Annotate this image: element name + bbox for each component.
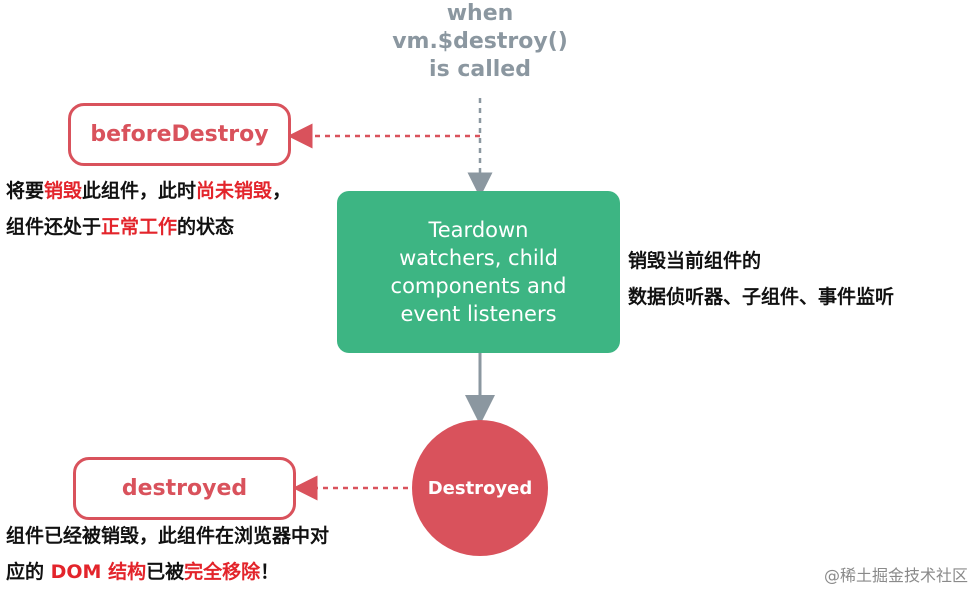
before-destroy-note-line-2: 组件还处于正常工作的状态	[6, 216, 235, 238]
trigger-label: when vm.$destroy() is called	[380, 0, 580, 84]
process-line-4: event listeners	[400, 302, 557, 326]
destroyed-note-line-1: 组件已经被销毁，此组件在浏览器中对	[6, 525, 330, 547]
process-line-1: Teardown	[428, 218, 529, 242]
process-line-2: watchers, child	[399, 246, 558, 270]
process-line-3: components and	[390, 274, 567, 298]
process-note: 销毁当前组件的 数据侦听器、子组件、事件监听	[628, 243, 894, 315]
before-destroy-note-line-1: 将要销毁此组件，此时尚未销毁，	[6, 180, 292, 202]
before-destroy-note: 将要销毁此组件，此时尚未销毁， 组件还处于正常工作的状态	[6, 173, 291, 245]
destroyed-state-circle: Destroyed	[412, 420, 548, 556]
process-note-line-2: 数据侦听器、子组件、事件监听	[628, 286, 895, 308]
watermark: @稀土掘金技术社区	[823, 566, 968, 585]
process-note-line-1: 销毁当前组件的	[628, 250, 762, 272]
trigger-line-2: vm.$destroy()	[392, 29, 568, 54]
destroyed-note: 组件已经被销毁，此组件在浏览器中对 应的 DOM 结构已被完全移除！	[6, 518, 329, 590]
destroyed-note-line-2: 应的 DOM 结构已被完全移除！	[6, 561, 280, 583]
teardown-process-box: Teardown watchers, child components and …	[337, 191, 620, 353]
trigger-line-3: is called	[429, 57, 531, 82]
destroyed-hook: destroyed	[73, 457, 296, 520]
trigger-line-1: when	[446, 1, 514, 26]
before-destroy-hook: beforeDestroy	[68, 103, 291, 166]
